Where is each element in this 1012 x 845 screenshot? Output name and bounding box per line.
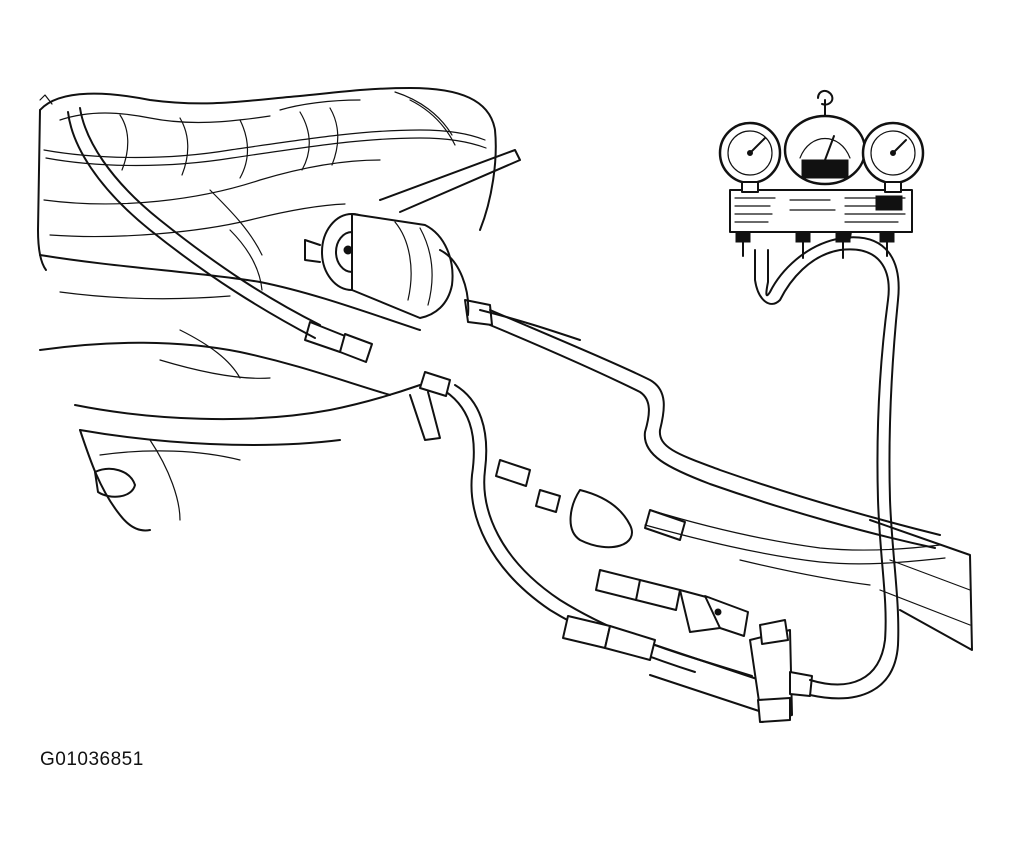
pressure-gauge-right — [861, 121, 925, 193]
test-hose-middle — [419, 371, 701, 673]
fuel-tee-block — [749, 619, 813, 723]
pressure-gauge-left — [718, 121, 782, 193]
fuel-tank — [37, 87, 497, 291]
inline-fittings — [562, 569, 768, 713]
fuel-filter — [304, 149, 521, 326]
vehicle-frame — [39, 254, 441, 532]
gauge-manifold — [718, 90, 925, 259]
vacuum-gauge-center — [783, 99, 867, 186]
fuel-lines — [479, 309, 973, 651]
figure-code: G01036851 — [40, 749, 144, 770]
test-hose-left — [39, 94, 373, 363]
